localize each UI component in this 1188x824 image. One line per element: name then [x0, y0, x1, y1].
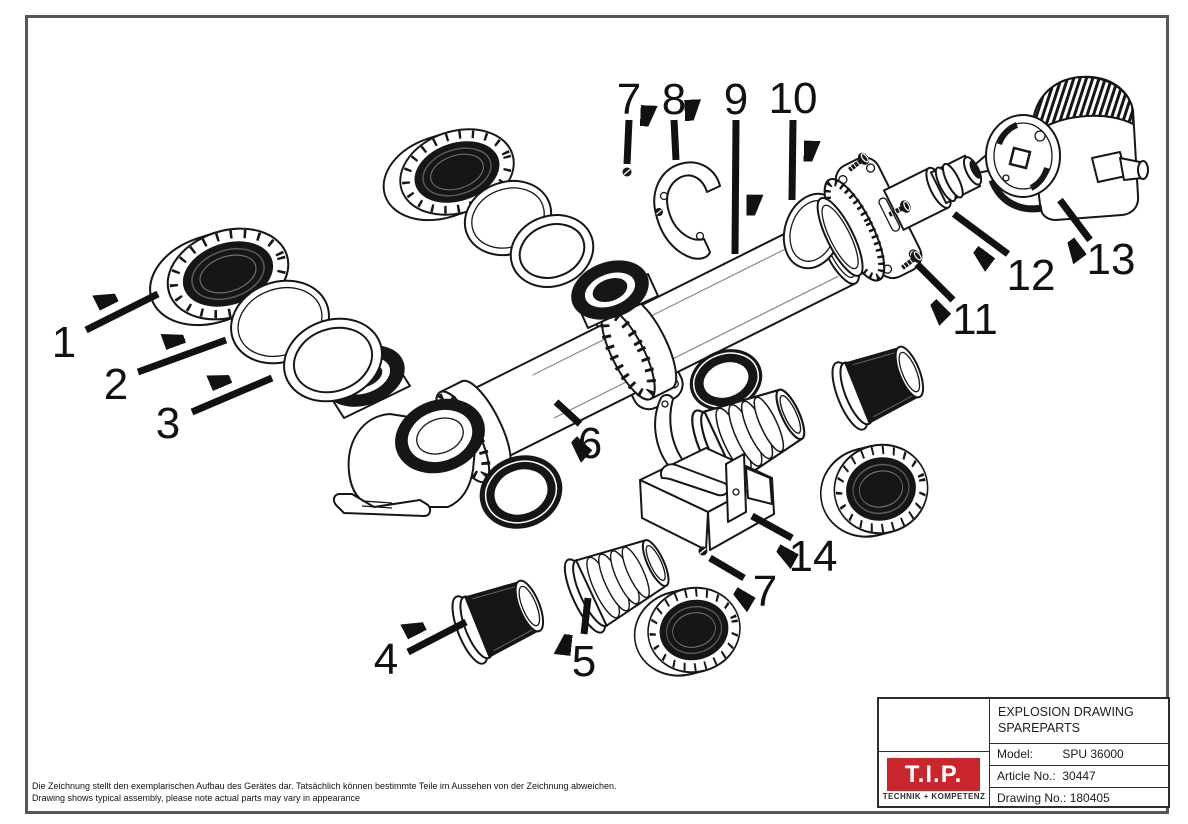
callout-number-1-0: 1 — [52, 318, 76, 367]
lamp-socket-flange — [816, 154, 994, 282]
cable-gland — [1091, 151, 1149, 183]
callout-arrow-7-6 — [623, 120, 629, 165]
elbow-front-port-ring — [395, 398, 485, 474]
tip-logo-text: T.I.P. — [904, 760, 963, 788]
article-value: 30447 — [1062, 769, 1096, 783]
o-ring-black — [479, 455, 563, 529]
screw-7b — [698, 546, 708, 556]
title-block-logo-cell: T.I.P. TECHNIK + KOMPETENZ — [879, 699, 990, 806]
callout-arrow-2-1 — [136, 340, 228, 376]
callout-number-7-6: 7 — [617, 75, 641, 124]
callout-number-13-12: 13 — [1087, 235, 1136, 284]
callout-number-4-3: 4 — [374, 635, 398, 684]
drawing-title: EXPLOSION DRAWING SPAREPARTS — [998, 704, 1166, 743]
drawing-no-label: Drawing No.: — [997, 791, 1067, 805]
union-nut-right — [811, 435, 937, 547]
callout-arrow-4-3 — [408, 622, 468, 656]
tip-logo-tagline: TECHNIK + KOMPETENZ — [882, 792, 986, 801]
callout-number-12-11: 12 — [1007, 251, 1056, 300]
screw-7a — [622, 167, 632, 177]
callout-number-5-4: 5 — [572, 637, 596, 686]
callout-number-2-1: 2 — [104, 360, 128, 409]
callout-arrow-6-5 — [553, 399, 580, 424]
callout-arrow-3-2 — [190, 378, 274, 416]
disclaimer-line-en: Drawing shows typical assembly, please n… — [32, 792, 360, 803]
heatsink-fins — [1030, 75, 1135, 134]
callout-arrow-7-14 — [708, 554, 744, 578]
callout-arrow-12-11 — [951, 211, 1011, 254]
article-row: Article No.: 30447 — [990, 765, 1168, 787]
threaded-adapter-4 — [444, 567, 554, 669]
disclaimer: Die Zeichnung stellt den exemplarischen … — [32, 781, 617, 804]
threaded-adapter-right — [824, 333, 934, 435]
tip-logo: T.I.P. — [887, 758, 980, 791]
page-border — [25, 15, 1169, 814]
callout-number-7-14: 7 — [753, 567, 777, 616]
uv-lamp-12 — [929, 154, 994, 205]
drawing-no-row: Drawing No.: 180405 — [990, 787, 1168, 809]
callout-arrow-11-10 — [914, 261, 956, 300]
title-block: T.I.P. TECHNIK + KOMPETENZ EXPLOSION DRA… — [877, 697, 1170, 808]
callout-number-11-10: 11 — [952, 295, 998, 344]
callout-arrow-14-13 — [750, 512, 792, 538]
model-value: SPU 36000 — [1062, 747, 1124, 761]
junction-oring — [689, 349, 763, 411]
callout-arrow-5-4 — [584, 597, 592, 634]
drawing-title-line1: EXPLOSION DRAWING — [998, 705, 1134, 719]
callout-number-10-9: 10 — [769, 74, 818, 123]
callout-number-8-7: 8 — [662, 75, 686, 124]
model-label: Model: — [997, 747, 1034, 761]
model-row: Model: SPU 36000 — [990, 743, 1168, 765]
callout-arrow-9-8 — [731, 119, 736, 255]
callout-arrow-13-12 — [1057, 197, 1093, 240]
disclaimer-line-de: Die Zeichnung stellt den exemplarischen … — [32, 781, 617, 791]
callout-number-9-8: 9 — [724, 75, 748, 124]
callout-number-3-2: 3 — [156, 399, 180, 448]
mid-port — [571, 260, 659, 329]
o-ring-top — [509, 214, 595, 288]
callout-number-6-5: 6 — [578, 419, 602, 468]
mounting-bracket-14 — [639, 394, 775, 551]
callout-arrow-1-0 — [84, 294, 160, 334]
article-label: Article No.: — [997, 769, 1056, 783]
callout-arrow-10-9 — [788, 119, 793, 201]
title-block-info: EXPLOSION DRAWING SPAREPARTS Model: SPU … — [990, 699, 1168, 806]
lamp-head-13 — [985, 75, 1149, 221]
o-ring-3 — [283, 317, 383, 403]
callout-number-14-13: 14 — [789, 532, 838, 581]
callout-arrow-8-7 — [670, 120, 676, 161]
retaining-clamp-8 — [653, 161, 721, 260]
nut-small — [655, 208, 663, 216]
drawing-title-line2: SPAREPARTS — [998, 721, 1080, 735]
drawing-no-value: 180405 — [1069, 791, 1110, 805]
